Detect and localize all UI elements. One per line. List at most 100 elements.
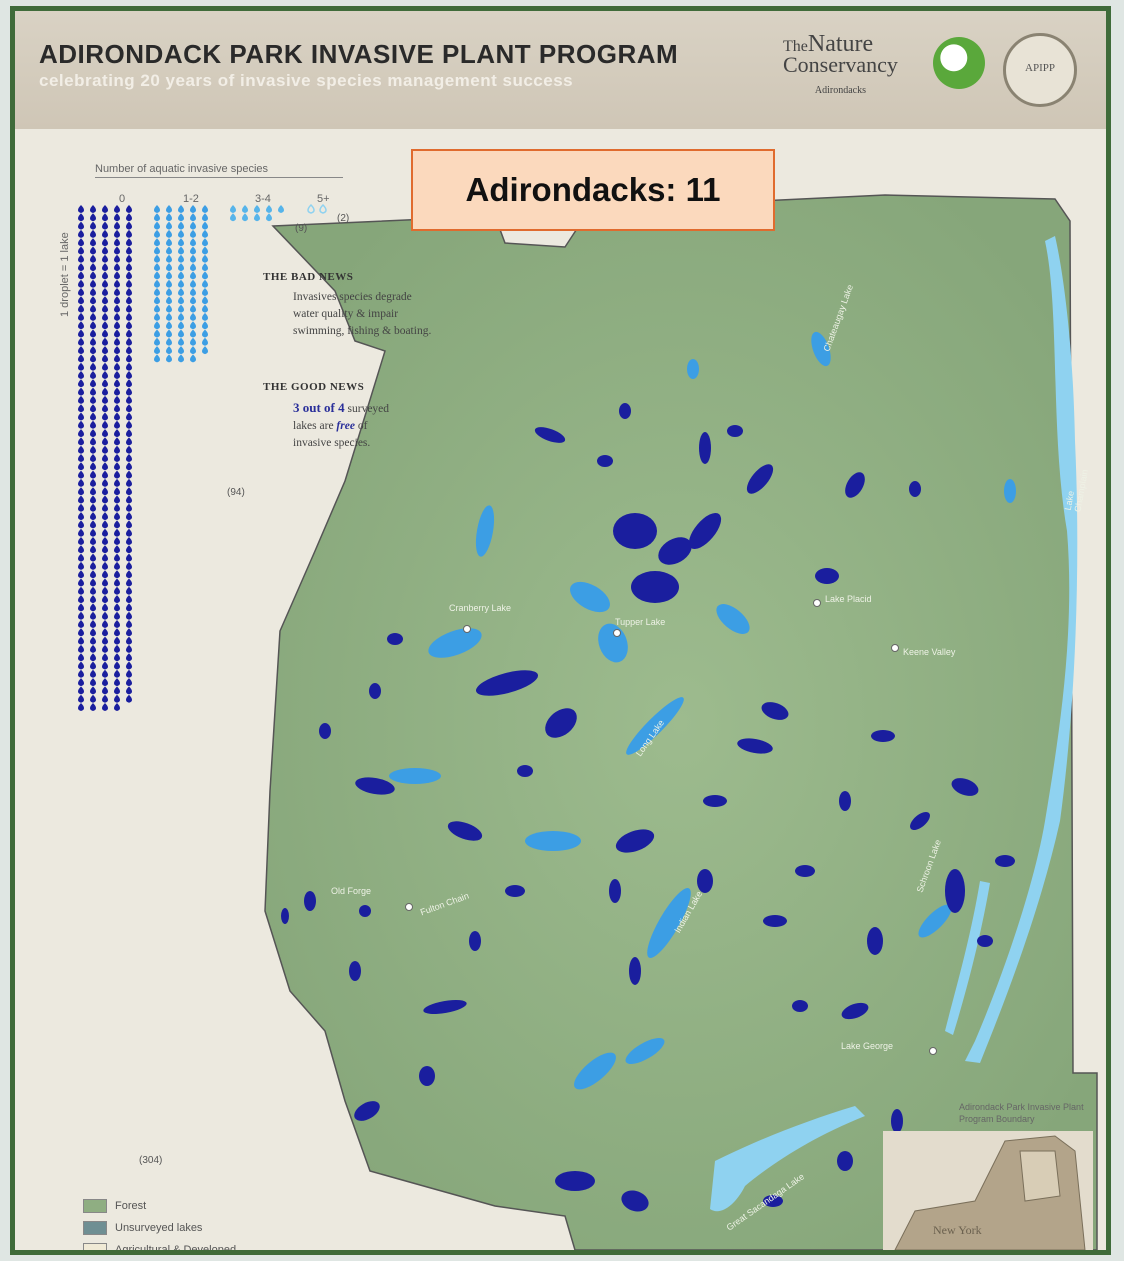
droplet xyxy=(90,445,96,454)
droplet xyxy=(90,570,96,579)
droplet xyxy=(202,296,208,305)
droplet xyxy=(126,520,132,529)
droplet xyxy=(202,238,208,247)
droplet xyxy=(78,553,84,562)
droplet xyxy=(126,487,132,496)
droplet xyxy=(114,221,120,230)
droplet xyxy=(166,254,172,263)
droplet xyxy=(114,329,120,338)
droplet xyxy=(114,628,120,637)
droplet xyxy=(190,304,196,313)
droplet xyxy=(202,337,208,346)
droplet xyxy=(90,213,96,222)
lake-marker xyxy=(891,1109,903,1133)
droplet xyxy=(126,346,132,355)
lake-marker xyxy=(945,869,965,913)
droplet xyxy=(114,271,120,280)
droplet xyxy=(154,229,160,238)
droplet xyxy=(102,694,108,703)
droplet xyxy=(178,304,184,313)
droplet xyxy=(154,263,160,272)
droplet xyxy=(78,478,84,487)
droplet xyxy=(102,528,108,537)
droplet xyxy=(90,644,96,653)
lake-marker xyxy=(716,604,750,634)
droplet xyxy=(102,354,108,363)
lake-marker xyxy=(629,957,641,985)
unsurveyed-swatch xyxy=(83,1221,107,1235)
lake-marker xyxy=(447,821,483,841)
droplet xyxy=(242,213,248,222)
droplet xyxy=(78,561,84,570)
droplet xyxy=(102,495,108,504)
droplet xyxy=(102,628,108,637)
lake-marker xyxy=(423,999,467,1015)
droplet xyxy=(114,703,120,711)
droplet xyxy=(178,213,184,222)
droplet xyxy=(154,354,160,363)
droplet xyxy=(114,337,120,346)
droplet xyxy=(126,404,132,413)
good-news-block: THE GOOD NEWS 3 out of 4 surveyed lakes … xyxy=(263,381,389,452)
droplet xyxy=(154,288,160,296)
lake-marker xyxy=(355,777,395,795)
lake-marker xyxy=(354,1101,380,1121)
droplet xyxy=(78,694,84,703)
lake-marker xyxy=(597,455,613,467)
droplet xyxy=(126,420,132,429)
droplet xyxy=(178,263,184,272)
town-marker xyxy=(405,903,413,911)
droplet xyxy=(102,462,108,471)
droplet xyxy=(78,537,84,545)
droplet xyxy=(78,603,84,612)
label-lake-george: Lake George xyxy=(841,1041,894,1051)
droplet xyxy=(114,470,120,479)
lake-marker xyxy=(811,331,831,367)
droplet xyxy=(126,387,132,396)
park-boundary xyxy=(264,194,1098,1250)
lake-champlain-shape xyxy=(965,236,1078,1063)
lake-marker xyxy=(763,915,787,927)
droplet xyxy=(90,595,96,604)
droplet xyxy=(78,205,84,213)
droplet xyxy=(78,578,84,587)
droplet xyxy=(90,495,96,504)
lake-markers xyxy=(281,331,1016,1212)
lake-marker xyxy=(910,812,930,830)
droplet xyxy=(154,312,160,321)
droplet xyxy=(190,205,196,213)
droplet xyxy=(154,205,160,213)
town-marker xyxy=(813,599,821,607)
droplet xyxy=(266,213,272,222)
droplet xyxy=(126,661,132,670)
droplet xyxy=(90,362,96,371)
droplet xyxy=(126,603,132,612)
droplet xyxy=(178,354,184,363)
good-news-heading: THE GOOD NEWS xyxy=(263,381,365,393)
droplet xyxy=(90,288,96,296)
droplet xyxy=(78,379,84,388)
droplet xyxy=(202,271,208,280)
droplet xyxy=(78,371,84,379)
droplet xyxy=(126,611,132,620)
droplet xyxy=(126,304,132,313)
droplet xyxy=(90,636,96,645)
droplet xyxy=(90,312,96,321)
droplet xyxy=(102,296,108,305)
droplet xyxy=(114,520,120,529)
lake-marker xyxy=(545,708,577,738)
droplet xyxy=(78,644,84,653)
lake-marker xyxy=(525,831,581,851)
droplet xyxy=(166,263,172,272)
droplet xyxy=(202,321,208,330)
droplet xyxy=(78,462,84,471)
droplet xyxy=(114,578,120,587)
agricultural-swatch xyxy=(83,1243,107,1250)
droplet xyxy=(190,337,196,346)
droplet xyxy=(114,412,120,421)
droplet xyxy=(190,288,196,296)
droplet xyxy=(102,686,108,695)
droplet xyxy=(166,312,172,321)
droplet xyxy=(90,321,96,330)
label-keene-valley: Keene Valley xyxy=(903,647,956,657)
